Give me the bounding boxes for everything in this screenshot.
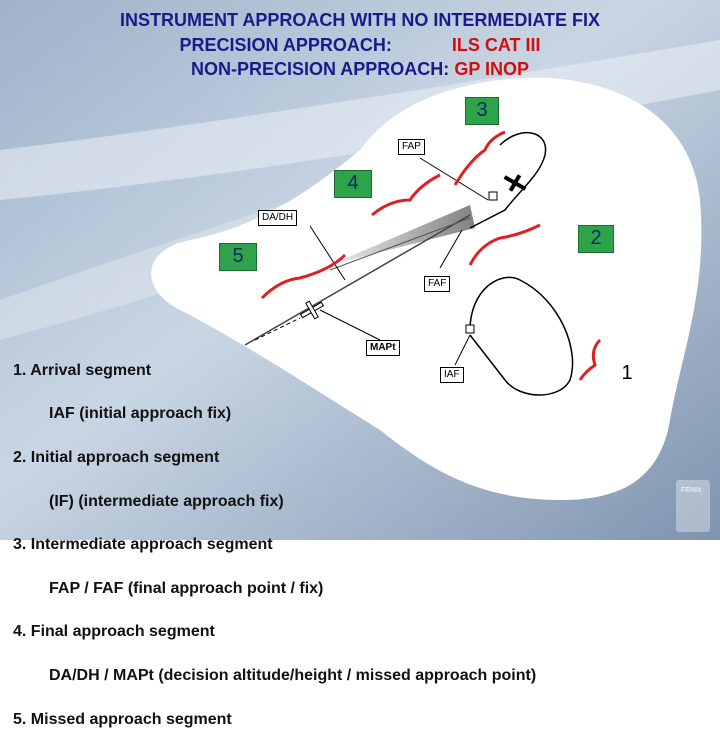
aircraft-final-icon: [299, 300, 325, 320]
title-line-3: NON-PRECISION APPROACH: GP INOP: [0, 59, 720, 80]
segment-brace-1: [578, 338, 602, 381]
runway-extended-centerline: [254, 317, 301, 341]
faf-pointer: [439, 229, 463, 269]
holding-pattern-bottom: [469, 276, 574, 396]
title-gap: [392, 35, 452, 55]
title-line-2-prefix: PRECISION APPROACH:: [179, 35, 392, 55]
holding-pattern-top: [469, 131, 547, 229]
legend-item-1: 1. Arrival segment: [13, 361, 152, 379]
fap-pointer: [419, 157, 489, 201]
title-line-3-value: GP INOP: [454, 59, 530, 79]
legend-item-4: 4. Final approach segment: [13, 623, 215, 641]
legend: 1. Arrival segment IAF (initial approach…: [13, 338, 536, 752]
dadh-label: DA/DH: [258, 210, 298, 226]
fenix-logo: [676, 480, 710, 532]
iaf-pointer: [454, 334, 471, 366]
segment-number-5: 5: [219, 243, 257, 271]
segment-brace-4: [371, 173, 441, 217]
title-line-2: PRECISION APPROACH: ILS CAT III: [0, 35, 720, 56]
approach-path-line: [244, 214, 471, 346]
segment-number-1: 1: [612, 361, 642, 389]
segment-number-3: 3: [465, 97, 499, 125]
fap-fix-marker: [488, 191, 498, 201]
fap-label: FAP: [398, 139, 425, 155]
aircraft-initial-icon: [503, 174, 527, 192]
iaf-label: IAF: [440, 367, 464, 383]
mapt-pointer: [319, 309, 381, 341]
title-line-3-prefix: NON-PRECISION APPROACH:: [190, 59, 450, 79]
fenix-logo-text: FENIX: [681, 487, 702, 494]
approach-cone: [330, 205, 475, 265]
segment-number-2: 2: [578, 225, 614, 253]
legend-item-2-sub: (IF) (intermediate approach fix): [49, 492, 284, 510]
legend-item-2: 2. Initial approach segment: [13, 448, 220, 466]
legend-item-5: 5. Missed approach segment: [13, 710, 232, 728]
legend-item-3-sub: FAP / FAF (final approach point / fix): [49, 579, 324, 597]
title-line-2-value: ILS CAT III: [451, 35, 541, 55]
dadh-pointer: [309, 225, 346, 281]
iaf-fix-marker: [465, 324, 475, 334]
legend-item-4-sub: DA/DH / MAPt (decision altitude/height /…: [49, 666, 537, 684]
segment-brace-5: [260, 253, 347, 300]
mapt-label: MAPt: [366, 340, 400, 356]
approach-path-line: [329, 217, 471, 271]
segment-brace-2: [468, 223, 541, 266]
segment-brace-3: [453, 130, 506, 186]
title-line-1: INSTRUMENT APPROACH WITH NO INTERMEDIATE…: [120, 10, 600, 30]
legend-item-3: 3. Intermediate approach segment: [13, 536, 273, 554]
legend-item-1-sub: IAF (initial approach fix): [49, 405, 232, 423]
segment-number-4: 4: [334, 170, 372, 198]
faf-label: FAF: [424, 276, 451, 292]
